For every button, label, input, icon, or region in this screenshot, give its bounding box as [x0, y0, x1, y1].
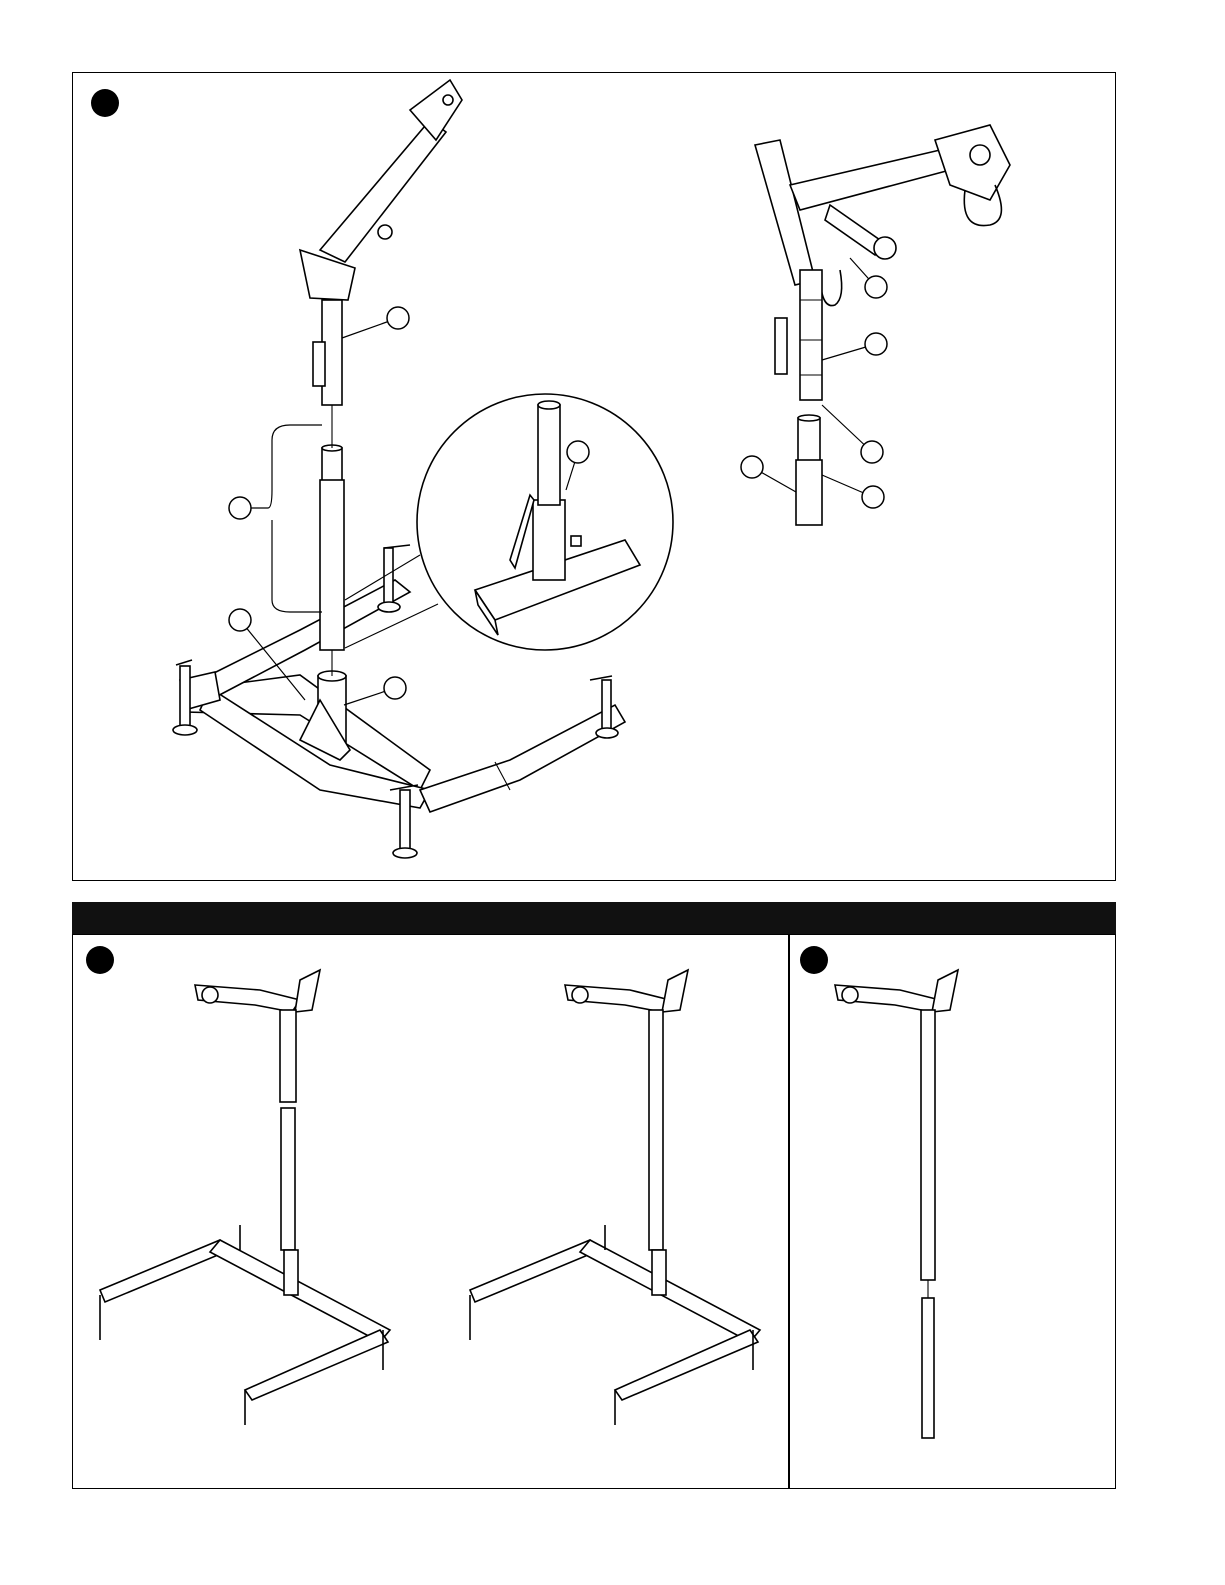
- mast-lower-section: [320, 405, 344, 676]
- callout-circle: [741, 456, 763, 478]
- callout-circle: [861, 441, 883, 463]
- callout-circle: [229, 497, 251, 519]
- callout-circle: [862, 486, 884, 508]
- boom-head-illustration: [755, 125, 1010, 525]
- callout-circle: [567, 441, 589, 463]
- callout-circle: [229, 609, 251, 631]
- callout-circle: [865, 276, 887, 298]
- assembly-view-a: [100, 970, 390, 1425]
- assembly-view-c: [835, 970, 958, 1438]
- callout-circle: [865, 333, 887, 355]
- callout-circle: [387, 307, 409, 329]
- callout-circle: [384, 677, 406, 699]
- assembly-view-b: [470, 970, 760, 1425]
- mast-upper-boom: [300, 80, 462, 405]
